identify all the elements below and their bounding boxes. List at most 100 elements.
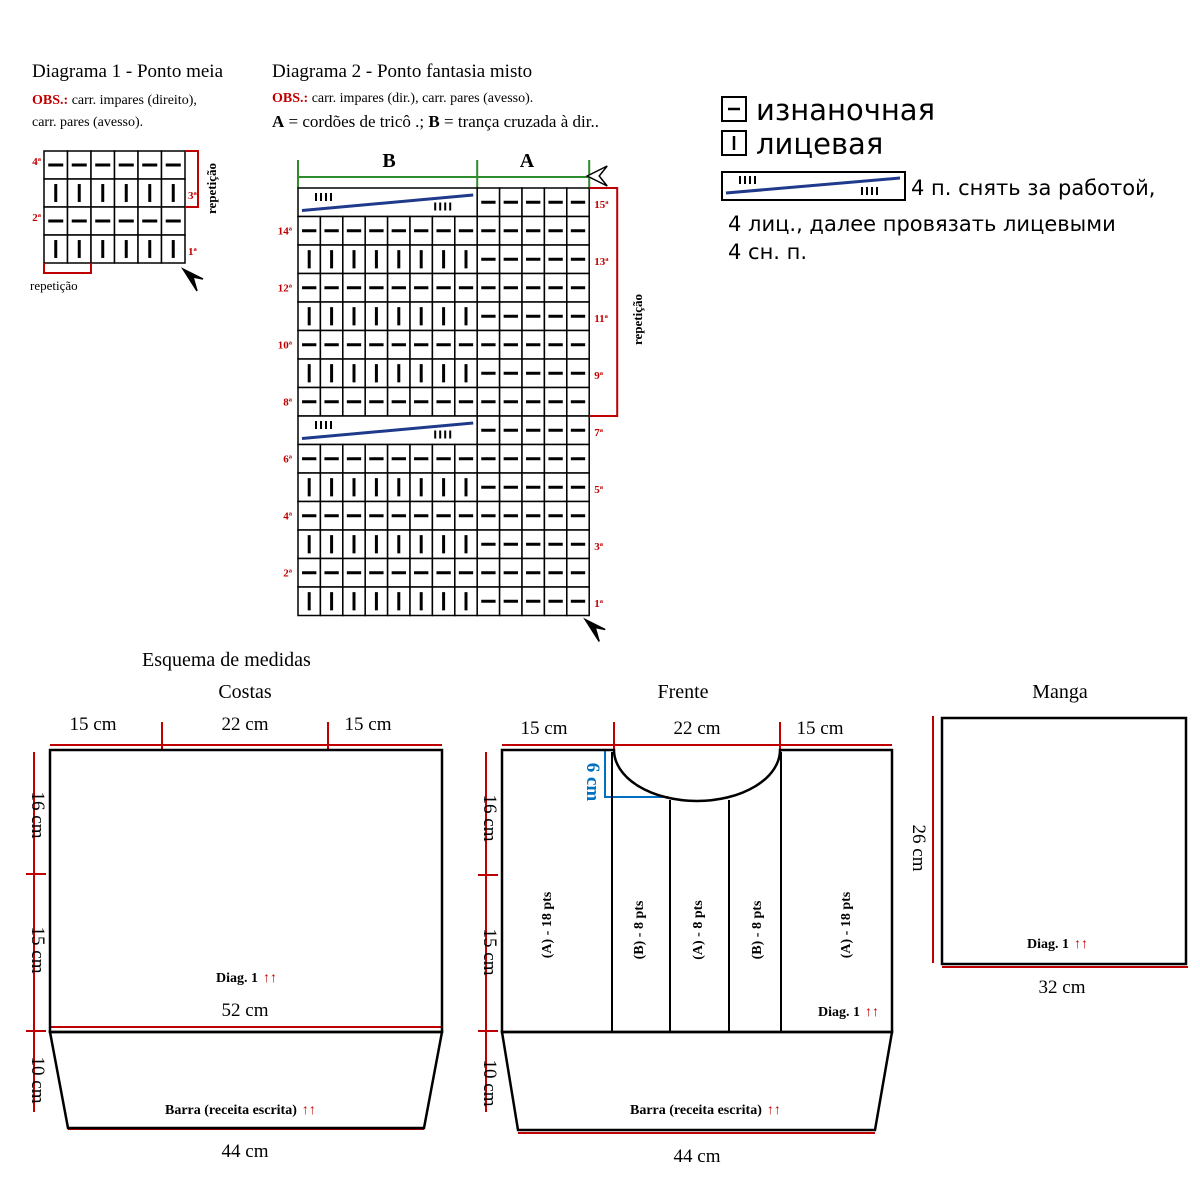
costas-diag-label: Diag. 1↑↑	[216, 971, 277, 986]
costas-barra-label: Barra (receita escrita) ↑↑	[165, 1103, 316, 1118]
frente-top-mid: 22 cm	[674, 718, 721, 739]
legend-cable-line2: 4 лиц., далее провязать лицевыми	[728, 212, 1116, 236]
frente-top-left: 15 cm	[521, 718, 568, 739]
row-label: 13ª	[594, 256, 609, 268]
row-label: 11ª	[594, 313, 608, 325]
frente-title: Frente	[657, 681, 708, 703]
frente-barra-label: Barra (receita escrita) ↑↑	[630, 1103, 781, 1118]
row-label: 14ª	[278, 226, 293, 238]
cable-symbol-line	[725, 176, 901, 195]
diagram1-title: Diagrama 1 - Ponto meia	[32, 61, 224, 82]
row-label: 15ª	[594, 199, 609, 211]
frente-top-right: 15 cm	[797, 718, 844, 739]
manga-diag-text: Diag. 1	[1027, 937, 1069, 952]
costas-barra-text: Barra (receita escrita)	[165, 1103, 297, 1118]
manga-piece: Manga 26 cm Diag. 1↑↑ 32 cm	[908, 681, 1188, 998]
diagram1-obs-line1: carr. impares (direito),	[68, 93, 197, 108]
frente-barra-arrows: ↑↑	[767, 1103, 781, 1118]
row-label: 5ª	[594, 484, 604, 496]
cable-symbol-marks-left	[739, 176, 756, 184]
frente-panel-2: (B) - 8 pts	[632, 900, 647, 959]
frente-panel-4: (B) - 8 pts	[750, 900, 765, 959]
costas-side-mid: 15 cm	[27, 927, 48, 974]
costas-top-right: 15 cm	[345, 714, 392, 735]
repeat-bracket	[589, 187, 619, 417]
frente-diag-text: Diag. 1	[818, 1005, 860, 1020]
frente-side-bottom: 10 cm	[479, 1060, 500, 1107]
cable-symbol-marks-right	[861, 187, 878, 195]
costas-width: 52 cm	[222, 1000, 269, 1021]
diagram2-def-a-text: = cordões de tricô .;	[284, 112, 428, 131]
diagram2-obs-text: carr. impares (dir.), carr. pares (avess…	[308, 91, 533, 106]
costas-barra-outline	[48, 1030, 444, 1130]
manga-diag-label: Diag. 1 ↑↑	[1027, 937, 1088, 952]
diagram2-def-b-text: = trança cruzada à dir..	[440, 112, 599, 131]
row-label: 1ª	[188, 246, 198, 258]
diagram1-repeat-label-side: repetição	[204, 163, 219, 214]
cable-symbol-box	[721, 171, 906, 201]
row-label: 1ª	[594, 598, 604, 610]
row-start-arrow-icon	[583, 617, 606, 642]
repeat-bracket-vertical	[185, 150, 199, 208]
row-label: 8ª	[283, 397, 293, 409]
row-label: 9ª	[594, 370, 604, 382]
row-label: 3ª	[188, 190, 198, 202]
diagram2-def-b: B	[428, 112, 439, 131]
cable-line	[301, 193, 474, 212]
diagram2-header-b: B	[382, 150, 395, 172]
manga-bottom: 32 cm	[1039, 977, 1086, 998]
knit-symbol-box	[721, 130, 747, 156]
diagram1-obs-line2: carr. pares (avesso).	[32, 115, 143, 130]
frente-diag-arrows: ↑↑	[865, 1005, 879, 1020]
diagram2: Diagrama 2 - Ponto fantasia misto OBS.: …	[272, 61, 645, 642]
frente-body-outline	[500, 748, 894, 1034]
repeat-bracket-horizontal	[43, 263, 92, 274]
diagram2-definitions: A = cordões de tricô .; B = trança cruza…	[272, 112, 599, 131]
frente-panel-1: (A) - 18 pts	[540, 891, 555, 958]
diagram1: Diagrama 1 - Ponto meia OBS.: carr. impa…	[30, 61, 224, 293]
diagram1-repeat-label-bottom: repetição	[30, 278, 78, 293]
frente-side-mid: 15 cm	[479, 929, 500, 976]
costas-side-top: 16 cm	[27, 792, 48, 839]
row-label: 2ª	[283, 568, 293, 580]
frente-neck-depth: 6 cm	[582, 763, 603, 802]
frente-piece: Frente 15 cm 22 cm 15 cm 6 cm 16 cm 15	[478, 681, 894, 1167]
purl-symbol-box	[721, 96, 747, 122]
row-label: 7ª	[594, 427, 604, 439]
diagram2-repeat-label: repetição	[630, 294, 645, 345]
diagram2-header-a: A	[520, 150, 535, 172]
row-label: 6ª	[283, 454, 293, 466]
legend-cable-line1: 4 п. снять за работой,	[911, 176, 1155, 200]
frente-side-top: 16 cm	[479, 795, 500, 842]
row-label: 10ª	[278, 340, 293, 352]
row-label: 4ª	[32, 156, 42, 168]
row-end-arrow-icon	[585, 165, 608, 187]
row-label: 4ª	[283, 511, 293, 523]
frente-diag-label: Diag. 1 ↑↑	[818, 1005, 879, 1020]
manga-title: Manga	[1032, 681, 1088, 703]
legend-purl-text: изнаночная	[756, 93, 935, 127]
row-start-arrow-icon	[180, 267, 204, 292]
frente-panel-3: (A) - 8 pts	[691, 900, 706, 960]
diagram1-obs-label: OBS.:	[32, 93, 68, 108]
frente-barra-text: Barra (receita escrita)	[630, 1103, 762, 1118]
legend-knit-text: лицевая	[756, 127, 883, 161]
manga-diag-arrows: ↑↑	[1074, 937, 1088, 952]
costas-body-outline	[48, 748, 444, 1034]
row-label: 12ª	[278, 283, 293, 295]
frente-panel-5: (A) - 18 pts	[839, 891, 854, 958]
frente-barra-outline	[500, 1030, 894, 1132]
costas-diag-text: Diag. 1	[216, 971, 258, 986]
diagram2-obs-label: OBS.:	[272, 91, 308, 106]
manga-outline	[940, 716, 1188, 966]
frente-bottom: 44 cm	[674, 1146, 721, 1167]
diagram2-title: Diagrama 2 - Ponto fantasia misto	[272, 61, 532, 82]
costas-barra-arrows: ↑↑	[302, 1103, 316, 1118]
costas-top-mid: 22 cm	[222, 714, 269, 735]
costas-top-left: 15 cm	[70, 714, 117, 735]
schematic-title: Esquema de medidas	[142, 649, 311, 671]
diagram2-def-a: A	[272, 112, 285, 131]
